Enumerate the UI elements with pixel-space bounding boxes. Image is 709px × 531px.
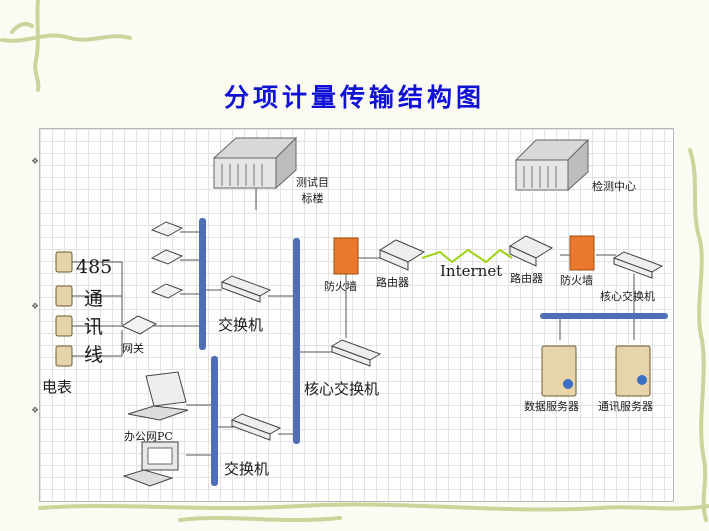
vine-decoration-bottom — [38, 502, 709, 522]
rs485-label: 讯 — [84, 316, 104, 338]
router-icon — [378, 235, 554, 271]
switch-upper-label: 交换机 — [218, 316, 264, 334]
laptop-icon — [127, 371, 189, 421]
server-icon — [541, 345, 651, 397]
bullet-icon: ❖ — [31, 406, 40, 416]
router-right-label: 路由器 — [510, 272, 543, 285]
router-left-label: 路由器 — [376, 276, 409, 289]
meter-icon — [55, 251, 73, 367]
access-switch-bar-lower — [211, 356, 218, 486]
rs485-label: 线 — [84, 344, 104, 366]
page-title: 分项计量传输结构图 — [223, 83, 485, 112]
internet-link — [421, 248, 513, 264]
gateway-label: 网关 — [122, 342, 144, 355]
database-icon — [563, 379, 573, 389]
small-device-icon — [150, 221, 184, 299]
bullet-icon: ❖ — [31, 157, 40, 167]
vine-decoration-right — [688, 148, 708, 522]
firewall-left-label: 防火墙 — [324, 280, 357, 293]
bullet-icon: ❖ — [31, 302, 40, 312]
meter-label: 电表 — [42, 378, 73, 396]
desktop-pc-icon — [122, 441, 179, 487]
vine-decoration-top-left — [0, 0, 132, 92]
switch-icon — [220, 251, 664, 441]
core-switch-center-label: 核心交换机 — [304, 380, 380, 398]
firewall-right-label: 防火墙 — [560, 274, 593, 287]
data-server-label: 数据服务器 — [524, 400, 579, 413]
switch-lower-label: 交换机 — [224, 460, 270, 478]
rs485-label: 通 — [84, 288, 104, 310]
user-icon — [637, 375, 647, 385]
firewall-icon — [569, 235, 595, 271]
rs485-label: 485 — [76, 256, 113, 278]
core-bus-bar — [293, 238, 300, 444]
comm-server-label: 通讯服务器 — [598, 400, 653, 413]
monitoring-center-icon — [514, 138, 590, 192]
firewall-icon — [333, 237, 359, 275]
office-pc-label: 办公网PC — [124, 430, 173, 443]
internet-label: Internet — [440, 262, 503, 280]
access-switch-bar-left — [199, 218, 206, 350]
test-building-label: 测试目 标楼 — [296, 176, 329, 205]
core-switch-right-label: 核心交换机 — [600, 290, 655, 303]
monitoring-center-label: 检测中心 — [592, 180, 636, 193]
gateway-icon — [120, 315, 158, 335]
server-bus-bar — [540, 313, 668, 319]
test-building-icon — [212, 136, 298, 190]
